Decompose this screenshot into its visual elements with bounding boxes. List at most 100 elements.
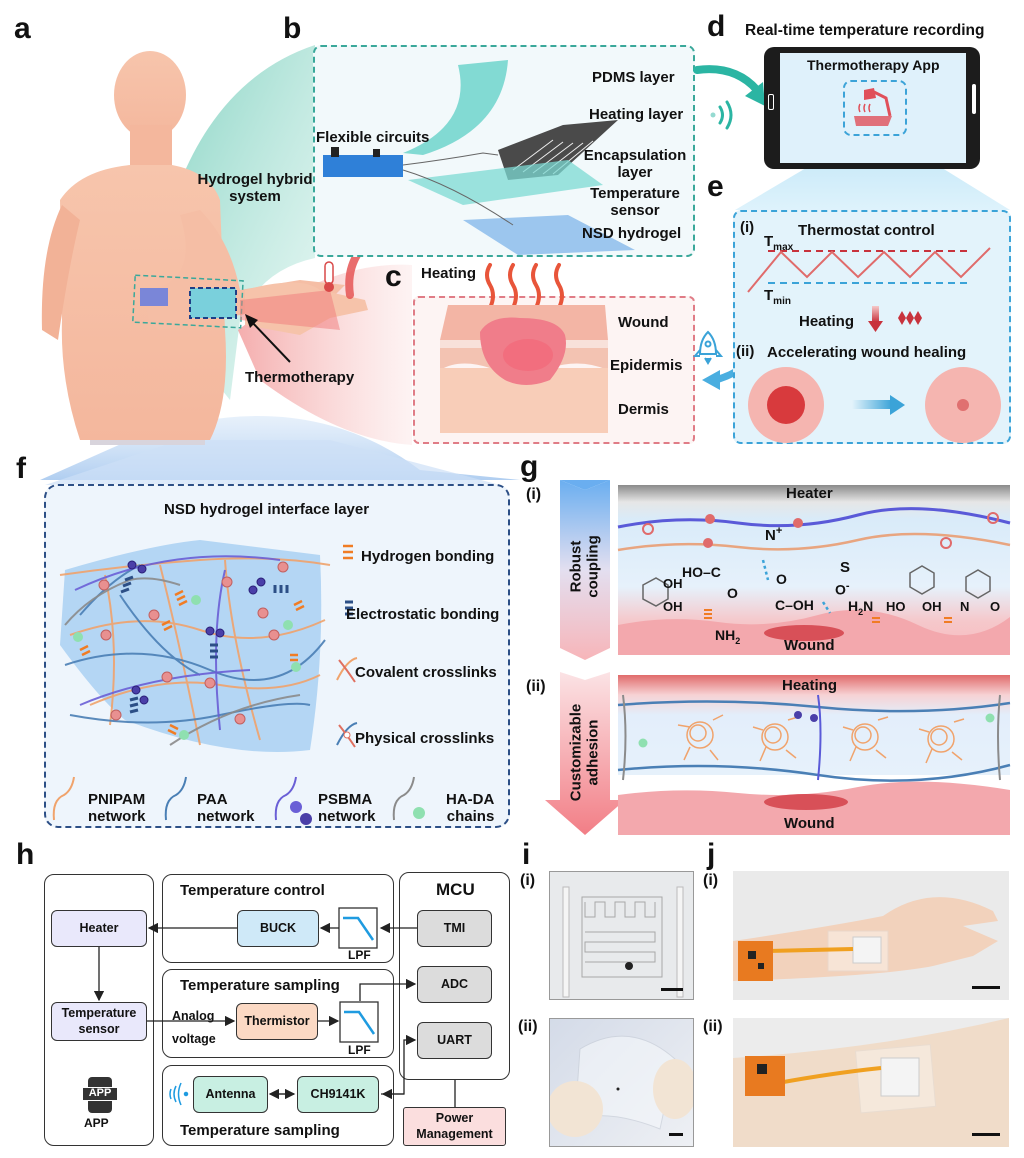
thermostat-chart [747,247,991,293]
hydrogen-bond-icon [343,544,353,560]
g-ii-marker: (ii) [526,678,546,695]
customizable-adhesion-arrow [545,672,625,835]
phone-home-button[interactable] [768,94,774,110]
phone-screen [780,53,966,163]
legend-physical-crosslinks: Physical crosslinks [355,730,495,747]
h-app-icon: APP [82,1077,118,1113]
h-temp-control-title: Temperature control [180,882,325,899]
label-heating-c: Heating [421,265,477,282]
panel-letter-j: j [707,838,716,871]
heating-waves [485,263,564,310]
panel-d-title: Real-time temperature recording [745,22,985,39]
h-thermistor-block: Thermistor [236,1003,318,1040]
app-icon-frame [843,80,907,136]
paa-icon [164,776,187,821]
app-title: Thermotherapy App [807,57,940,73]
i-ii-marker: (ii) [518,1018,538,1035]
label-dermis: Dermis [618,401,669,418]
left-arm [41,205,80,340]
e-i-marker: (i) [740,219,755,236]
heater-patch [852,936,882,964]
label-wound-g-ii: Wound [784,815,835,832]
wound-healing-illustration [748,367,1001,443]
covalent-crosslink-icon [336,657,358,683]
h-antenna-block: Antenna [193,1076,268,1113]
chem-oh-2: OH [663,599,683,614]
pnipam-icon [52,776,75,821]
t-max-label: Tmax [764,233,794,253]
process-arrows [545,480,625,835]
ha-da-groups [73,595,301,740]
scale-bar [661,988,683,991]
photo-device-on-arm [733,1018,1009,1147]
chem-oh-1: OH [663,576,683,591]
h-temp-sampling-group-2 [162,1065,394,1146]
wireless-signal-icon [169,1082,189,1106]
wound-before-inner [767,386,805,424]
chem-n-plus: N+ [765,525,783,544]
label-wound-g-i: Wound [784,637,835,654]
chem-h2n: H2N [848,598,874,617]
h-left-group [44,874,154,1146]
h-app-label: APP [84,1116,109,1130]
legend-hydrogen-bonding: Hydrogen bonding [361,548,495,565]
label-wound: Wound [618,314,669,331]
teal-arrow [693,65,761,94]
physical-crosslink-icon [336,722,358,748]
thermotherapy-arrow [249,319,291,363]
h-temp-control-group [162,874,394,963]
legend-covalent-crosslinks: Covalent crosslinks [355,664,497,681]
h-adc-block: ADC [417,966,492,1003]
label-nsd-hydrogel: NSD hydrogel [582,225,682,242]
g-i-marker: (i) [526,486,542,503]
heating-down-arrow [868,306,922,332]
chem-nh2: NH2 [715,627,741,646]
g-i-chemistry [617,507,1011,655]
flame-icons [898,311,922,325]
circuit-board [745,1056,785,1096]
crosslink-nodes [98,561,289,725]
wireless-icon [710,100,733,130]
human-figure [41,51,385,445]
h-lpf-label-2: LPF [348,1043,371,1057]
photo-device-on-hand [733,871,1009,1000]
panel-letter-d: d [707,10,726,43]
hydrogen-bonds [79,589,305,736]
photo-heater-bent [549,1018,694,1147]
label-heater: Heater [786,485,833,502]
heater-patch [880,1057,920,1097]
scale-bar [972,1133,1000,1136]
chem-c-oh: C–OH [775,597,814,613]
label-flexible-circuits: Flexible circuits [316,129,430,146]
thermometer-icon [324,261,334,292]
wound-after-inner [957,399,969,411]
h-heater-block: Heater [51,910,147,947]
hydrogel-network-cube [59,540,331,752]
circuit-board [738,941,773,981]
chem-s: S [840,559,851,576]
panel-letter-i: i [522,838,531,871]
h-mcu-title: MCU [436,880,475,899]
h-temp-sampling-group-1 [162,969,394,1058]
network-legend-icons [52,776,425,825]
f-legend-icons [336,544,358,748]
collapsed-pnipam-coils [677,714,965,764]
device-layers-illustration [323,60,635,255]
g-ii-panel [618,675,1010,775]
chem-o-3: O [990,599,1001,614]
device-hydrogel [189,287,237,319]
hada-icon [392,776,415,821]
j-i-marker: (i) [703,872,719,889]
lpf-2 [339,1001,379,1043]
label-pdms-layer: PDMS layer [592,69,675,86]
scale-bar [669,1133,683,1136]
phone-side-bar [972,84,976,114]
encapsulation-layer [408,160,603,205]
rocket-icon [692,330,724,365]
label-thermotherapy: Thermotherapy [245,369,355,386]
